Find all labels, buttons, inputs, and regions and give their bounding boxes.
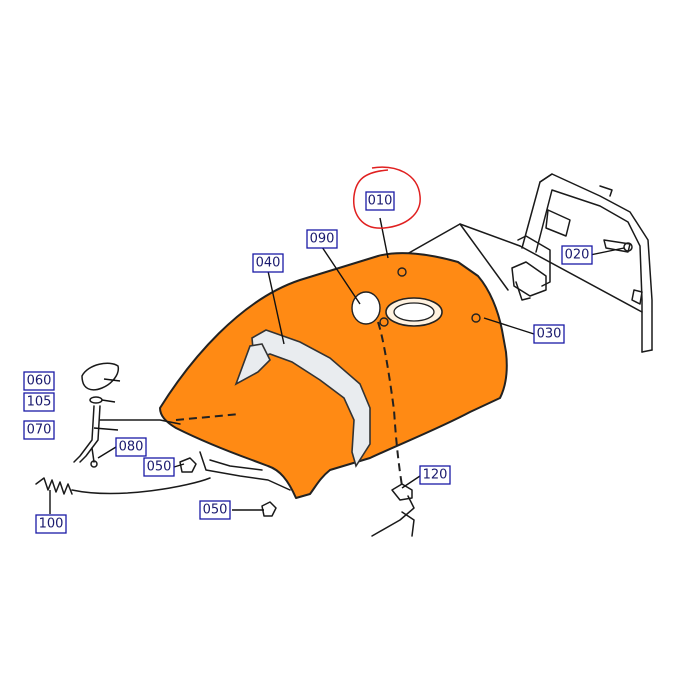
callout-020: 020 (561, 245, 593, 265)
callout-120: 120 (419, 465, 451, 485)
rops-frame (521, 173, 653, 353)
callout-080-label: 080 (119, 440, 144, 455)
knob-060 (81, 362, 120, 391)
callout-040-label: 040 (256, 256, 281, 271)
mounting-bracket (399, 223, 643, 313)
callout-050-upper-label: 050 (147, 460, 172, 475)
callout-100-label: 100 (39, 517, 64, 532)
callout-120-label: 120 (423, 468, 448, 483)
callout-080: 080 (115, 437, 147, 457)
callout-010-label: 010 (368, 194, 393, 209)
cable-lines (71, 419, 211, 495)
callout-090-label: 090 (310, 232, 335, 247)
highlight-circle (353, 166, 421, 229)
nut-050-lower (261, 501, 277, 517)
callout-030-label: 030 (537, 327, 562, 342)
callout-050-lower: 050 (199, 500, 231, 520)
spring-100 (35, 477, 73, 495)
rod-070 (73, 405, 101, 463)
callout-050-upper: 050 (143, 457, 175, 477)
callout-100: 100 (35, 514, 67, 534)
callout-105-label: 105 (27, 395, 52, 410)
callout-060-label: 060 (27, 374, 52, 389)
bolt-080 (90, 447, 98, 468)
leader-lines (49, 217, 625, 514)
latch-120 (371, 483, 415, 537)
callout-020-label: 020 (565, 248, 590, 263)
callout-105: 105 (23, 392, 55, 412)
callout-070: 070 (23, 420, 55, 440)
callout-030: 030 (533, 324, 565, 344)
callout-040: 040 (252, 253, 284, 273)
callout-090: 090 (306, 229, 338, 249)
callout-010: 010 (365, 191, 395, 211)
callout-070-label: 070 (27, 423, 52, 438)
washer-105 (89, 396, 103, 404)
callout-050-lower-label: 050 (203, 503, 228, 518)
nut-050-upper (179, 457, 197, 473)
hood-panel (159, 252, 508, 499)
callout-060: 060 (23, 371, 55, 391)
